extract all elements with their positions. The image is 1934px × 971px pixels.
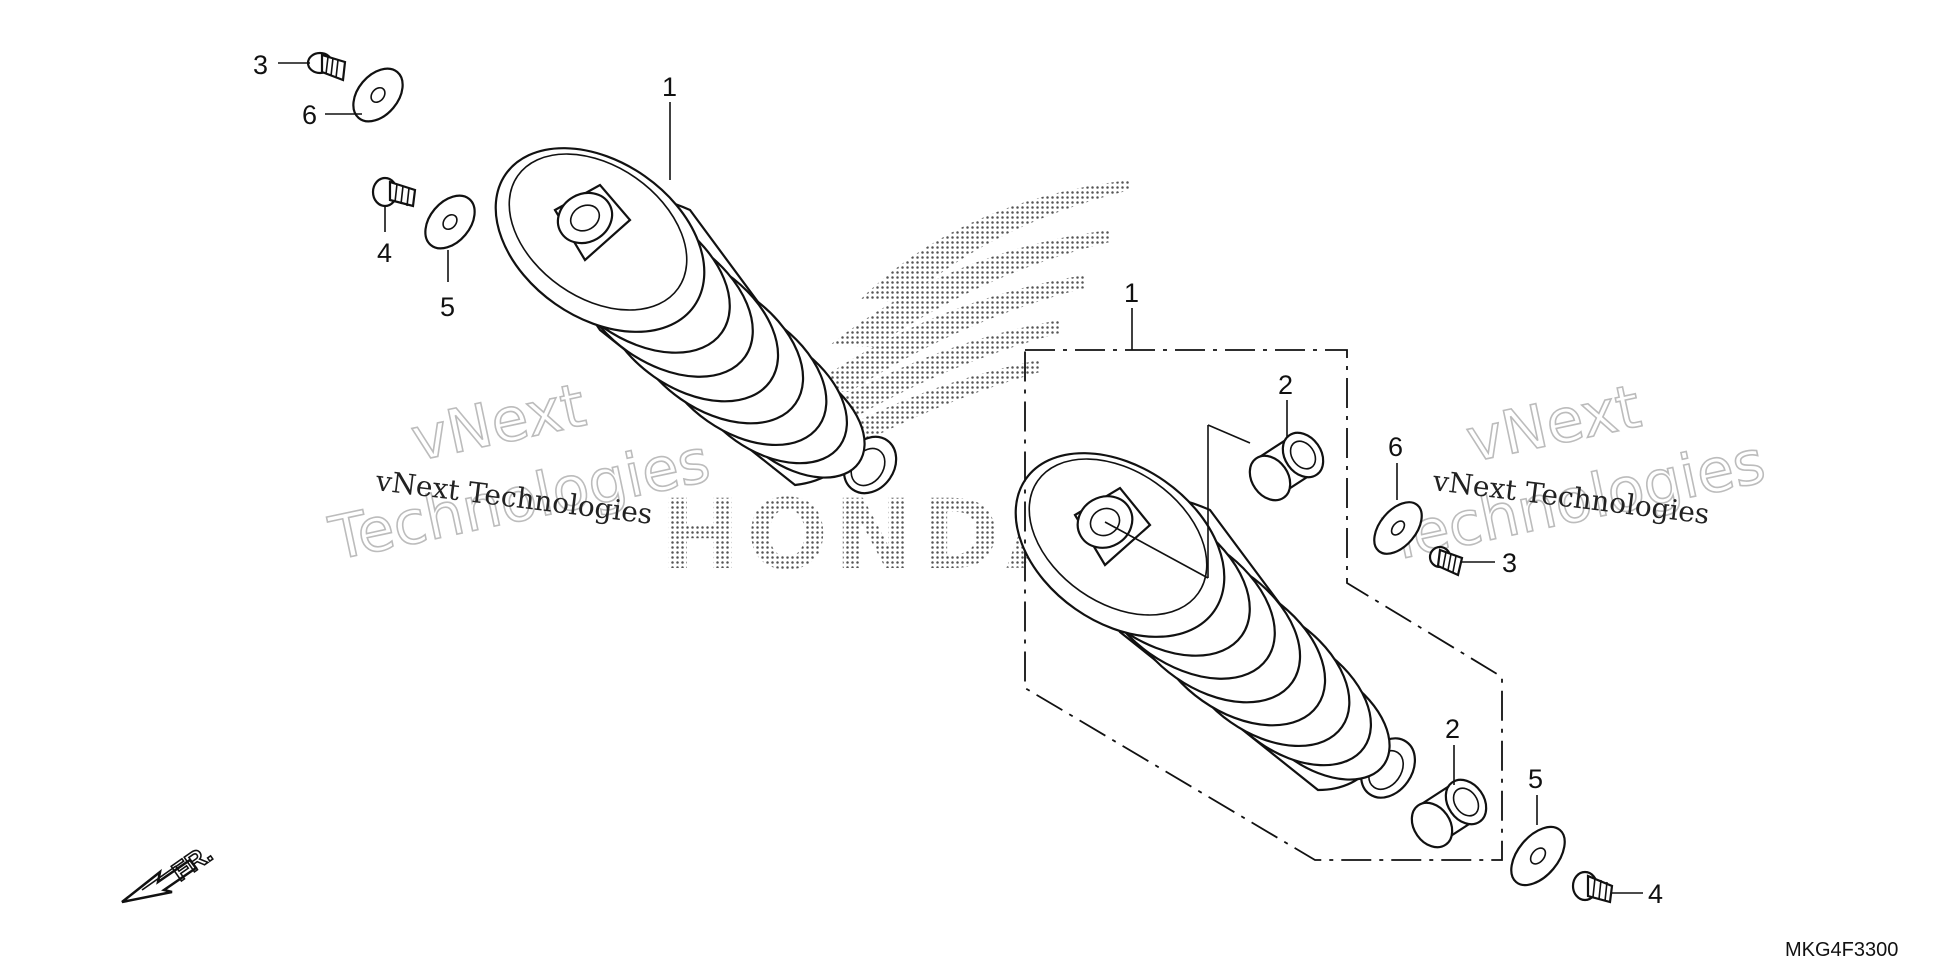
left-washer-5 xyxy=(424,194,476,250)
callout-lower-bushing-2: 2 xyxy=(1445,714,1460,744)
right-bolt-3 xyxy=(1428,545,1464,577)
right-shock-absorber xyxy=(1014,452,1416,799)
callout-left-washer-6: 6 xyxy=(302,100,317,130)
callout-left-washer-5: 5 xyxy=(440,292,455,322)
right-washer-5 xyxy=(1510,825,1566,887)
watermark-left: vNext Technologies xyxy=(323,370,717,576)
right-washer-6 xyxy=(1373,501,1423,555)
callout-left-bolt-3: 3 xyxy=(253,50,268,80)
callout-right-bolt-4: 4 xyxy=(1648,879,1663,909)
callout-upper-bushing-2: 2 xyxy=(1278,370,1293,400)
upper-bushing xyxy=(1248,431,1325,502)
left-washer-6 xyxy=(352,67,404,123)
right-bolt-4 xyxy=(1571,870,1614,904)
left-bolt-4 xyxy=(371,176,417,208)
left-bolt-3 xyxy=(306,51,347,82)
callout-right-shock-1: 1 xyxy=(1124,278,1139,308)
watermark-right: vNext Technologies xyxy=(1378,371,1772,577)
lower-bushing xyxy=(1410,778,1488,849)
callout-right-washer-5: 5 xyxy=(1528,764,1543,794)
callout-labels: 3 6 4 5 1 1 2 6 3 2 5 4 xyxy=(253,50,1663,909)
callout-left-bolt-4: 4 xyxy=(377,238,392,268)
callout-right-washer-6: 6 xyxy=(1388,432,1403,462)
callout-right-bolt-3: 3 xyxy=(1502,548,1517,578)
kit-frame xyxy=(1024,349,1503,861)
leader-lines xyxy=(278,62,1643,894)
left-shock-absorber xyxy=(494,147,898,495)
front-direction-indicator: FR. xyxy=(121,838,219,904)
front-arrow-icon xyxy=(121,858,198,904)
honda-brand-watermark: HONDA xyxy=(660,479,1086,591)
drawing-code: MKG4F3300 xyxy=(1785,939,1898,961)
callout-left-shock-1: 1 xyxy=(662,72,677,102)
